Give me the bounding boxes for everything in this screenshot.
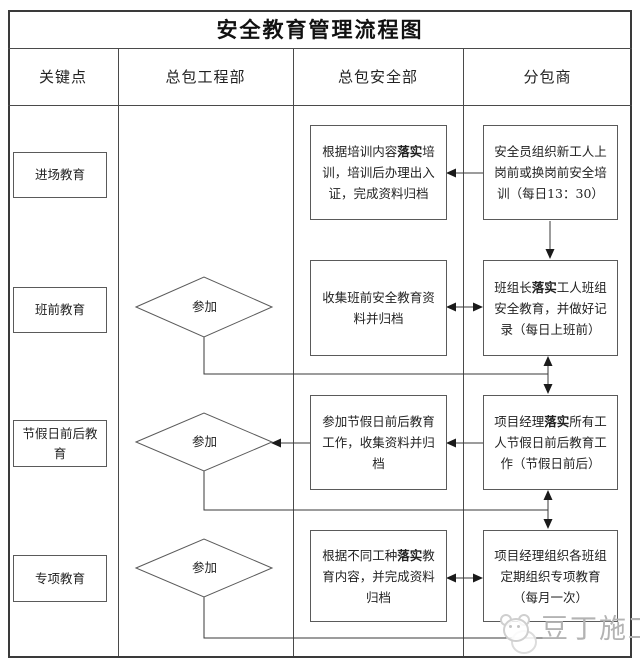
title-separator <box>8 48 632 49</box>
participate-label-row3: 参加 <box>191 434 217 449</box>
participate-label-row2: 参加 <box>191 299 217 314</box>
participate-label-row4: 参加 <box>191 560 217 575</box>
page-title: 安全教育管理流程图 <box>216 17 424 42</box>
doudin-logo-icon <box>497 614 541 654</box>
keypoint-label: 班前教育 <box>34 302 85 317</box>
column-divider-3 <box>463 48 464 656</box>
flow-box-text: 参加节假日前后教育工作，收集资料并归档 <box>322 414 435 471</box>
header-subcontractor: 分包商 <box>523 68 572 86</box>
column-divider-1 <box>118 48 119 656</box>
flow-box-text: 收集班前安全教育资料并归档 <box>322 290 435 326</box>
flow-box-text: 根据培训内容落实培训，培训后办理出入证，完成资料归档 <box>322 144 435 201</box>
flow-box-safety-row1: 根据培训内容落实培训，培训后办理出入证，完成资料归档 <box>310 125 447 220</box>
header-keypoint: 关键点 <box>38 68 87 86</box>
flow-box-safety-row4: 根据不同工种落实教育内容，并完成资料归档 <box>310 530 447 622</box>
flow-box-text: 班组长落实工人班组安全教育，并做好记录（每日上班前） <box>494 279 607 337</box>
keypoint-box-entry-education: 进场教育 <box>13 152 107 198</box>
flow-box-sub-row1: 安全员组织新工人上岗前或换岗前安全培训（每日13：30） <box>483 125 618 220</box>
flow-box-safety-row2: 收集班前安全教育资料并归档 <box>310 260 447 356</box>
watermark: 豆丁施工 <box>497 610 640 658</box>
flow-box-text: 项目经理组织各班组定期组织专项教育（每月一次） <box>494 547 607 605</box>
column-divider-2 <box>293 48 294 656</box>
keypoint-label: 节假日前后教育 <box>22 425 98 461</box>
flow-box-text: 根据不同工种落实教育内容，并完成资料归档 <box>322 547 435 605</box>
flow-box-sub-row2: 班组长落实工人班组安全教育，并做好记录（每日上班前） <box>483 260 618 356</box>
keypoint-label: 专项教育 <box>34 570 85 586</box>
watermark-text: 豆丁施工 <box>541 614 640 645</box>
flow-box-text: 项目经理落实所有工人节假日前后教育工作（节假日前后） <box>494 414 607 471</box>
keypoint-label: 进场教育 <box>34 167 85 182</box>
header-separator <box>8 105 632 106</box>
keypoint-box-special-education: 专项教育 <box>13 555 107 602</box>
flow-box-safety-row3: 参加节假日前后教育工作，收集资料并归档 <box>310 395 447 490</box>
flow-box-text: 安全员组织新工人上岗前或换岗前安全培训（每日13：30） <box>494 144 607 201</box>
flow-box-sub-row3: 项目经理落实所有工人节假日前后教育工作（节假日前后） <box>483 395 618 490</box>
keypoint-box-holiday-education: 节假日前后教育 <box>13 420 107 467</box>
flow-box-sub-row4: 项目经理组织各班组定期组织专项教育（每月一次） <box>483 530 618 622</box>
header-gc-engineering: 总包工程部 <box>165 68 246 86</box>
keypoint-box-preshift-education: 班前教育 <box>13 287 107 333</box>
header-gc-safety: 总包安全部 <box>337 68 418 86</box>
